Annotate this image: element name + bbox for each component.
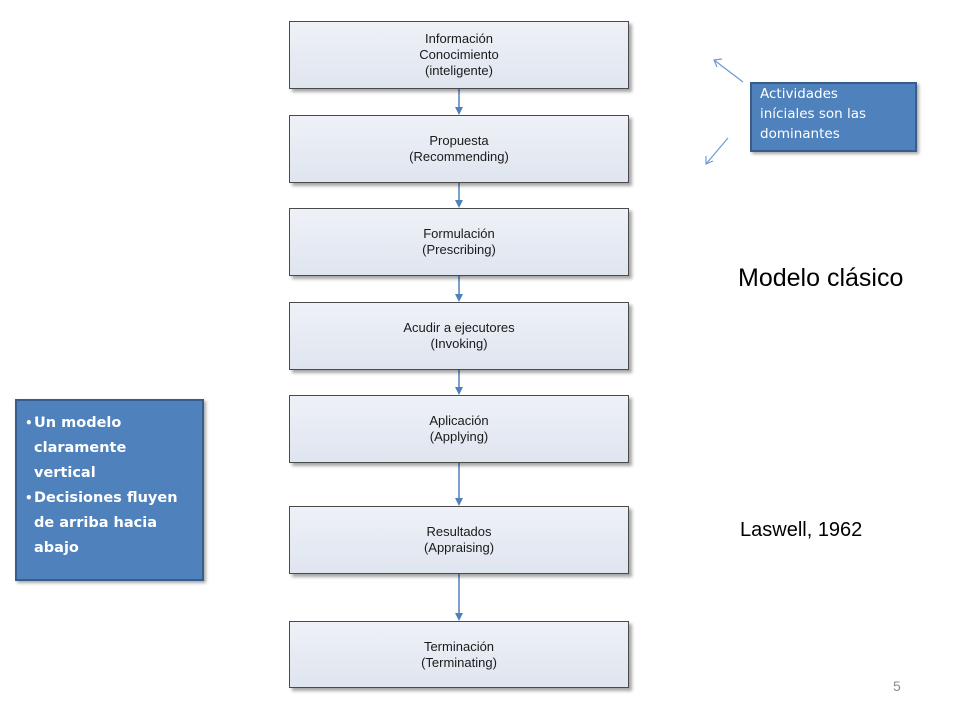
callout-actividades-iniciales: Actividades iníciales son las dominantes bbox=[750, 82, 917, 152]
flow-step-aplicacion: Aplicación (Applying) bbox=[289, 395, 629, 463]
flow-step-line: Conocimiento bbox=[419, 47, 499, 62]
flow-arrowhead bbox=[455, 200, 463, 208]
flow-step-line: Acudir a ejecutores bbox=[403, 320, 515, 335]
flow-arrowhead bbox=[455, 294, 463, 302]
flow-step-line: Propuesta bbox=[429, 133, 489, 148]
flow-step-terminacion: Terminación (Terminating) bbox=[289, 621, 629, 688]
flow-step-propuesta: Propuesta (Recommending) bbox=[289, 115, 629, 183]
flow-arrowhead bbox=[455, 387, 463, 395]
characteristics-list: • Un modelo claramente vertical • Decisi… bbox=[25, 411, 198, 561]
bullet-icon: • bbox=[25, 491, 33, 505]
characteristic-item: • Un modelo claramente vertical bbox=[25, 411, 198, 486]
flow-step-line: (Terminating) bbox=[421, 654, 497, 670]
callout-arrow-down-head bbox=[705, 156, 714, 165]
callout-line: iníciales son las bbox=[760, 106, 867, 122]
flow-arrowhead bbox=[455, 613, 463, 621]
flow-step-line: Información bbox=[425, 31, 493, 46]
flow-step-line: Resultados bbox=[426, 524, 492, 539]
bullet-icon: • bbox=[25, 416, 33, 430]
model-title: Modelo clásico bbox=[738, 264, 904, 292]
citation: Laswell, 1962 bbox=[740, 519, 863, 541]
callout-line: Actividades bbox=[760, 86, 838, 102]
flow-step-line: (Invoking) bbox=[430, 336, 488, 351]
flow-step-line: Formulación bbox=[423, 226, 495, 241]
page-number: 5 bbox=[893, 678, 901, 694]
callout-arrow-up-head bbox=[713, 58, 723, 68]
flow-step-line: (Recommending) bbox=[409, 149, 509, 164]
flow-step-line: (Appraising) bbox=[423, 540, 495, 555]
flow-arrowhead bbox=[455, 107, 463, 115]
callout-line: dominantes bbox=[760, 126, 840, 142]
characteristic-item: • Decisiones fluyen de arriba hacia abaj… bbox=[25, 486, 198, 561]
flow-arrowhead bbox=[455, 498, 463, 506]
model-characteristics-box: • Un modelo claramente vertical • Decisi… bbox=[15, 399, 204, 581]
flow-step-formulacion: Formulación (Prescribing) bbox=[289, 208, 629, 276]
flow-step-line: (inteligente) bbox=[425, 63, 493, 78]
flow-step-line: Aplicación bbox=[429, 413, 489, 428]
callout-arrow-up-line bbox=[713, 59, 744, 83]
callout-arrow-down-line bbox=[705, 137, 729, 165]
flow-step-line: (Applying) bbox=[429, 429, 489, 444]
flow-step-resultados: Resultados (Appraising) bbox=[289, 506, 629, 574]
flow-step-line: (Prescribing) bbox=[422, 242, 496, 257]
flow-step-informacion: Información Conocimiento (inteligente) bbox=[289, 21, 629, 89]
flow-step-acudir-a-ejecutores: Acudir a ejecutores (Invoking) bbox=[289, 302, 629, 370]
flow-step-line: Terminación bbox=[423, 638, 495, 654]
